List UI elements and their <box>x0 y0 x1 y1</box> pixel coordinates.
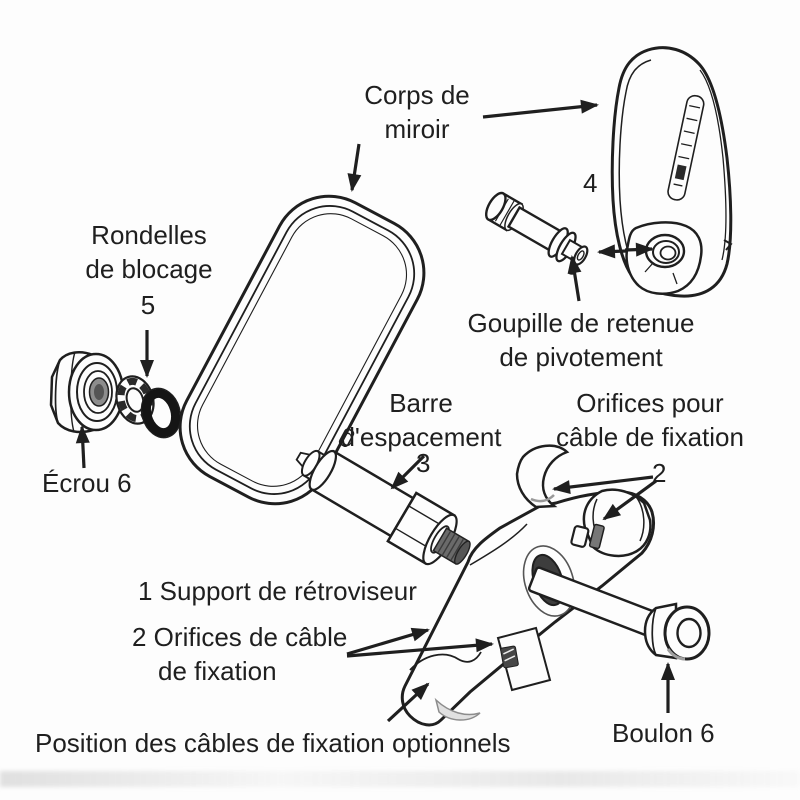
arrow-2-to-hole <box>602 479 657 521</box>
arrow-cable-to-edge <box>346 627 430 656</box>
label-corps-line1: Corps de <box>364 80 470 110</box>
label-ecrou: Écrou 6 <box>42 468 132 498</box>
mirror-body <box>610 46 733 298</box>
pivot-socket <box>625 221 703 295</box>
label-orifices-cable-line2: de fixation <box>158 656 277 686</box>
label-orifices-pour-line2: câble de fixation <box>556 422 744 452</box>
arrow-cable-to-slot <box>346 638 494 658</box>
label-goupille-line2: de pivotement <box>499 342 663 372</box>
arrow-ecrou-to-nut <box>75 425 90 469</box>
label-barre: Barre d'espacement <box>340 386 501 454</box>
arrow-pin-socket-left <box>597 244 627 259</box>
label-goupille-line1: Goupille de retenue <box>467 308 695 338</box>
label-rondelles: Rondelles de blocage <box>85 218 212 286</box>
arrow-pin-socket-right <box>624 242 654 257</box>
arrow-position-to-foot <box>386 682 430 723</box>
arrow-corps-to-glass <box>347 143 362 192</box>
label-position: Position des câbles de fixation optionne… <box>35 728 511 758</box>
brand-strip <box>667 94 705 201</box>
label-barre-line2: d'espacement <box>340 422 502 452</box>
scan-artifact <box>0 771 800 787</box>
label-orifices-cable-line1: 2 Orifices de câble <box>132 622 348 652</box>
annotation-arrows <box>75 99 675 723</box>
cable-holes <box>570 523 605 550</box>
label-support: 1 Support de rétroviseur <box>138 576 417 606</box>
arrow-goupille-to-pin <box>567 255 582 302</box>
label-goupille: Goupille de retenue de pivotement <box>468 306 695 374</box>
label-orifices-cable: 2 Orifices de câble de fixation <box>132 620 347 688</box>
lock-nut <box>49 351 125 434</box>
label-boulon: Boulon 6 <box>612 718 715 748</box>
threaded-stub <box>432 527 471 565</box>
pivot-retaining-pin <box>484 191 589 275</box>
label-orifices-pour: Orifices pour câble de fixation <box>556 386 744 454</box>
claw-hook <box>515 444 570 509</box>
label-rondelles-line1: Rondelles <box>91 220 207 250</box>
bolt-head <box>643 602 711 661</box>
label-corps-line2: miroir <box>384 114 450 144</box>
mirror-bracket <box>400 444 711 727</box>
label-rondelles-line2: de blocage <box>85 254 213 284</box>
spacer-bar <box>295 449 471 566</box>
label-part-number-4: 4 <box>583 168 598 198</box>
mirror-glass <box>178 194 426 506</box>
label-orifices-pour-line1: Orifices pour <box>576 388 724 418</box>
bolt-hole-boss <box>522 545 576 617</box>
bracket-foot <box>434 697 481 721</box>
arrow-2-to-claw <box>552 475 654 495</box>
mirror-edge-tab <box>338 428 355 448</box>
arrow-corps-to-body <box>482 99 599 119</box>
label-part-number-3: 3 <box>416 448 431 478</box>
o-ring-washer <box>140 387 182 439</box>
label-barre-line1: Barre <box>389 388 453 418</box>
strap-slot <box>496 626 552 692</box>
label-corps-de-miroir: Corps de miroir <box>364 78 470 146</box>
arrow-barre-to-spacer <box>390 454 426 490</box>
label-part-number-5: 5 <box>140 290 156 320</box>
label-part-number-2: 2 <box>652 458 667 488</box>
